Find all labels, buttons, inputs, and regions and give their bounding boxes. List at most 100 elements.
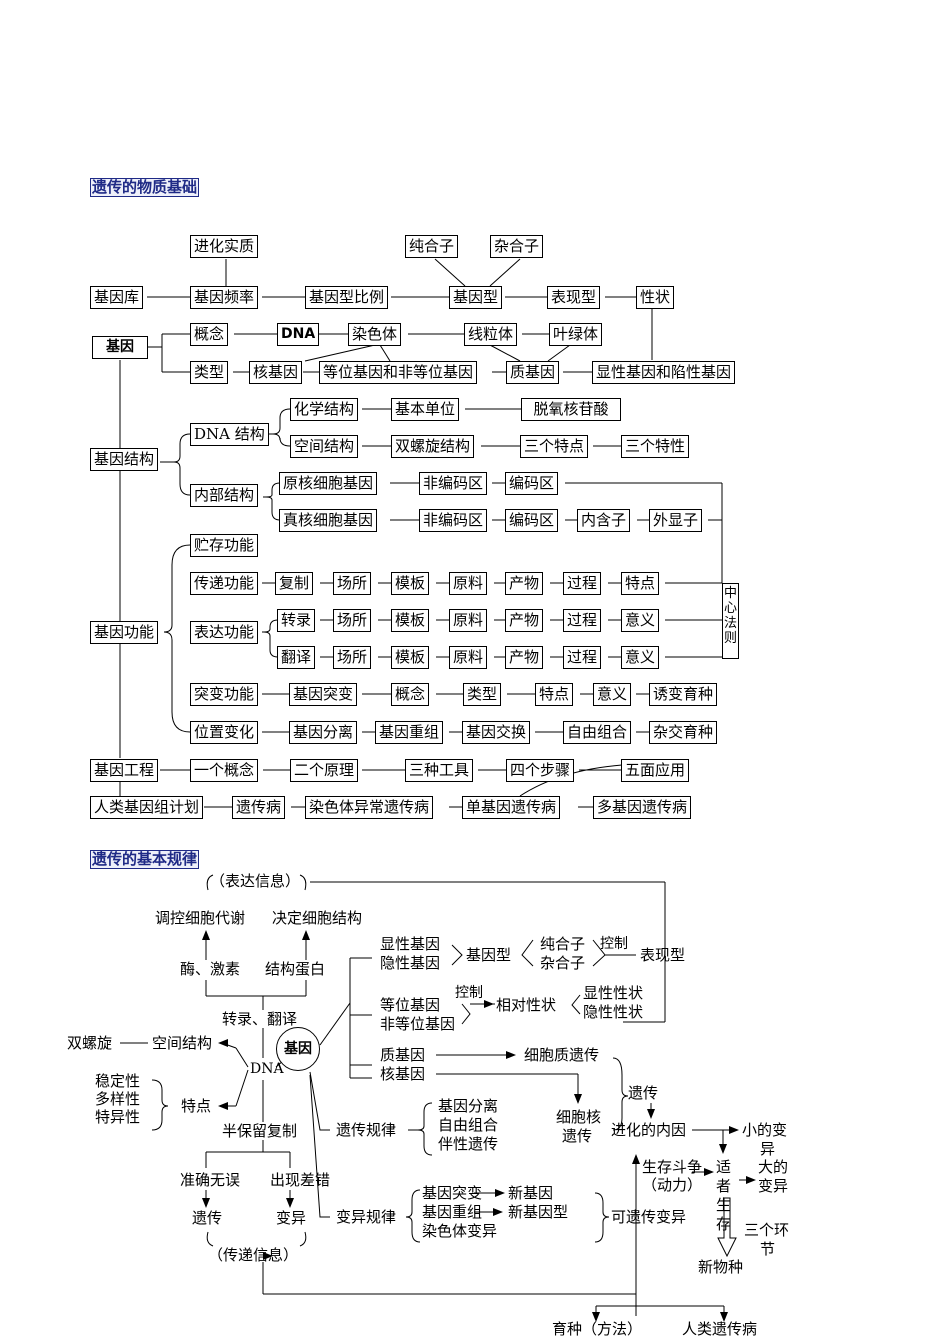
box-feature-2: 特点 — [535, 683, 574, 706]
label-stability: 稳定性 — [95, 1072, 141, 1090]
label-heterozygote: 杂合子 — [540, 954, 586, 972]
label-accurate: 准确无误 — [180, 1171, 241, 1189]
label-heredity: 遗传 — [192, 1209, 223, 1227]
label-fittest-4: 存 — [716, 1215, 732, 1233]
section-title-laws: 遗传的基本规律 — [90, 850, 200, 869]
box-process-2: 过程 — [563, 609, 602, 632]
label-fittest-2: 者 — [716, 1177, 732, 1195]
label-small-variation-1: 小的变 — [742, 1121, 788, 1139]
section-title-material: 遗传的物质基础 — [90, 178, 200, 197]
box-dna-structure: DNA 结构 — [190, 423, 269, 446]
box-template-1: 模板 — [391, 572, 430, 595]
box-deoxynucleotide: 脱氧核苷酸 — [521, 398, 621, 421]
box-gene-mutation: 基因突变 — [289, 683, 358, 706]
box-type-2: 类型 — [463, 683, 502, 706]
box-free-combination: 自由组合 — [563, 721, 632, 744]
label-var-recombination: 基因重组 — [422, 1203, 483, 1221]
box-three-properties: 三个特性 — [621, 435, 690, 458]
box-material-3: 原料 — [449, 646, 488, 669]
label-large-variation-2: 变异 — [758, 1177, 789, 1195]
label-variation: 变异 — [276, 1209, 307, 1227]
box-central-dogma: 中心法则 — [722, 583, 739, 659]
label-semiconservative: 半保留复制 — [222, 1122, 298, 1140]
label-breeding: 育种（方法） — [552, 1320, 643, 1338]
label-features: 特点 — [181, 1097, 212, 1115]
label-var-chromosome: 染色体变异 — [422, 1222, 498, 1240]
label-control-1: 控制 — [600, 936, 628, 952]
box-phenotype: 表现型 — [547, 286, 601, 309]
box-hybrid-breeding: 杂交育种 — [649, 721, 718, 744]
label-transmit-info: （传递信息） — [208, 1246, 299, 1264]
label-determine-structure: 决定细胞结构 — [272, 909, 363, 927]
box-nuclear-gene: 核基因 — [249, 361, 303, 384]
box-coding-2: 编码区 — [505, 509, 559, 532]
box-material-1: 原料 — [449, 572, 488, 595]
box-mutation-function: 突变功能 — [190, 683, 259, 706]
box-monogenic: 单基因遗传病 — [462, 796, 561, 819]
box-transmit-function: 传递功能 — [190, 572, 259, 595]
label-fittest-3: 生 — [716, 1196, 732, 1214]
label-small-variation-2: 异 — [760, 1140, 776, 1158]
box-exon: 外显子 — [649, 509, 703, 532]
label-heredity-2: 遗传 — [628, 1084, 659, 1102]
label-nuclear-gene: 核基因 — [380, 1065, 426, 1083]
label-driving-force: （动力） — [642, 1176, 703, 1194]
box-transcription: 转录 — [277, 609, 316, 632]
box-meaning-4: 意义 — [593, 683, 632, 706]
box-gene-structure: 基因结构 — [90, 448, 159, 471]
box-crossover: 基因交换 — [462, 721, 531, 744]
label-three-links-2: 节 — [760, 1240, 776, 1258]
box-segregation: 基因分离 — [289, 721, 358, 744]
label-variation-law: 变异规律 — [336, 1208, 397, 1226]
label-internal-cause: 进化的内因 — [611, 1121, 687, 1139]
box-expression-function: 表达功能 — [190, 621, 259, 644]
label-spatial-structure: 空间结构 — [152, 1034, 213, 1052]
box-double-helix: 双螺旋结构 — [391, 435, 475, 458]
label-specificity: 特异性 — [95, 1108, 141, 1126]
box-material-2: 原料 — [449, 609, 488, 632]
box-mitochondria: 线粒体 — [464, 323, 518, 346]
label-homozygote: 纯合子 — [540, 935, 586, 953]
box-dominant-recessive: 显性基因和陷性基因 — [592, 361, 736, 384]
box-meaning-2: 意义 — [621, 609, 660, 632]
box-trait: 性状 — [636, 286, 675, 309]
box-three-tools: 三种工具 — [405, 759, 474, 782]
box-four-steps: 四个步骤 — [506, 759, 575, 782]
label-diversity: 多样性 — [95, 1090, 141, 1108]
box-basic-unit: 基本单位 — [391, 398, 460, 421]
label-error: 出现差错 — [270, 1171, 331, 1189]
box-spatial-structure: 空间结构 — [290, 435, 359, 458]
label-transcribe-translate: 转录、翻译 — [222, 1010, 298, 1028]
label-new-genotype: 新基因型 — [508, 1203, 569, 1221]
box-gene-pool: 基因库 — [90, 286, 144, 309]
box-position-change: 位置变化 — [190, 721, 259, 744]
label-express-info: （表达信息） — [210, 872, 301, 890]
box-product-2: 产物 — [505, 609, 544, 632]
label-genotype: 基因型 — [466, 946, 512, 964]
box-coding-1: 编码区 — [505, 472, 559, 495]
label-law-segregation: 基因分离 — [438, 1097, 499, 1115]
box-three-features: 三个特点 — [520, 435, 589, 458]
label-heritable-variation: 可遗传变异 — [611, 1208, 687, 1226]
box-process-3: 过程 — [563, 646, 602, 669]
label-plasmagene: 质基因 — [380, 1046, 426, 1064]
label-new-gene: 新基因 — [508, 1184, 554, 1202]
label-phenotype: 表现型 — [640, 946, 686, 964]
box-allelic: 等位基因和非等位基因 — [319, 361, 478, 384]
box-two-principles: 二个原理 — [290, 759, 359, 782]
box-template-3: 模板 — [391, 646, 430, 669]
box-noncoding-2: 非编码区 — [419, 509, 488, 532]
box-site-3: 场所 — [333, 646, 372, 669]
box-product-3: 产物 — [505, 646, 544, 669]
box-chromosome: 染色体 — [348, 323, 402, 346]
box-plasmagene: 质基因 — [506, 361, 560, 384]
label-fittest-1: 适 — [716, 1158, 732, 1176]
box-chloroplast: 叶绿体 — [549, 323, 603, 346]
label-regulate-metabolism: 调控细胞代谢 — [155, 909, 246, 927]
box-meaning-3: 意义 — [621, 646, 660, 669]
box-site-2: 场所 — [333, 609, 372, 632]
label-struggle: 生存斗争 — [642, 1158, 703, 1176]
label-double-helix: 双螺旋 — [67, 1034, 113, 1052]
